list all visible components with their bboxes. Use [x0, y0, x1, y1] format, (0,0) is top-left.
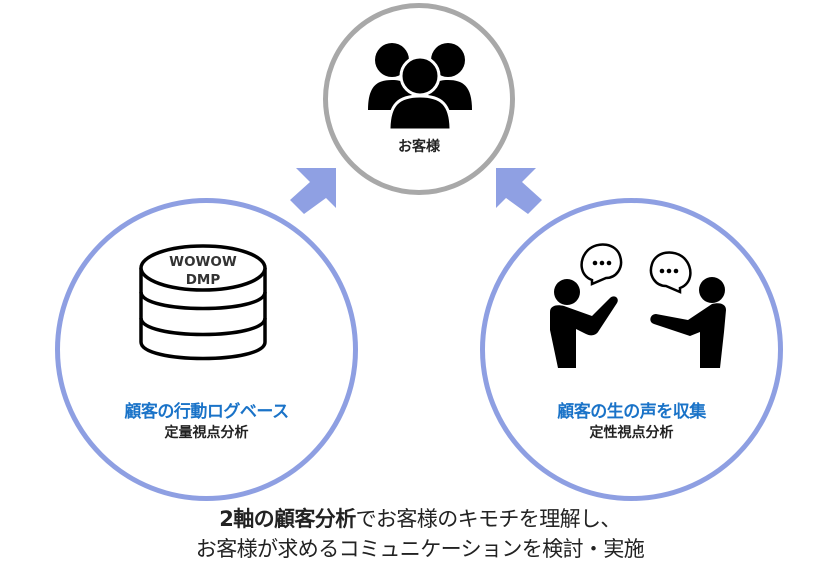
quantitative-title: 顧客の行動ログベース — [124, 402, 289, 422]
speech-bubble-icon — [580, 243, 692, 294]
conversation-icon — [550, 243, 726, 368]
db-label-line1: WOWOW — [169, 254, 237, 270]
qualitative-node-circle — [480, 198, 783, 501]
quantitative-subtitle: 定量視点分析 — [164, 425, 249, 441]
qualitative-subtitle: 定性視点分析 — [589, 425, 674, 441]
customer-node-circle — [323, 3, 515, 195]
db-label-line2: DMP — [186, 272, 221, 288]
footer-line1-rest: でお客様のキモチを理解し、 — [355, 507, 622, 531]
footer-line-2: お客様が求めるコミュニケーションを検討・実施 — [195, 537, 645, 561]
footer-line-1: 2軸の顧客分析でお客様のキモチを理解し、 — [0, 503, 840, 533]
footer-emphasis: 2軸の顧客分析 — [219, 507, 356, 531]
database-icon: WOWOW DMP — [139, 244, 267, 361]
qualitative-title: 顧客の生の声を収集 — [557, 402, 706, 422]
arrow-up-right-icon — [290, 168, 336, 214]
arrow-up-left-icon — [496, 168, 542, 214]
group-people-icon — [368, 43, 472, 132]
customer-label: お客様 — [398, 139, 440, 155]
